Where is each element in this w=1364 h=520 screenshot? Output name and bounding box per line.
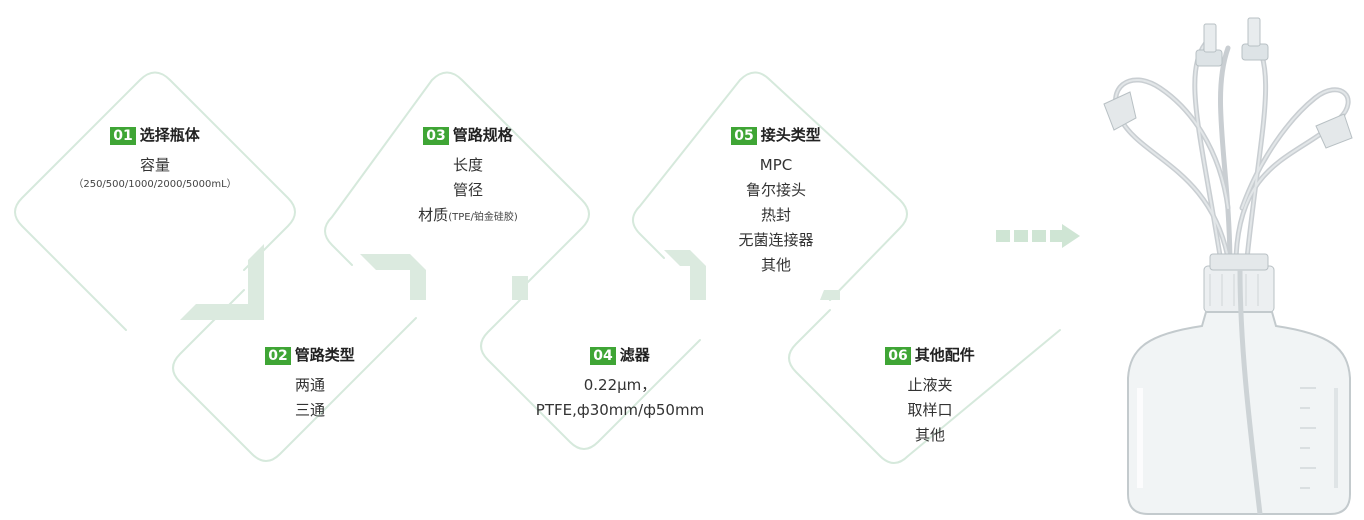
- step-03-item: 管径: [452, 181, 483, 199]
- step-06-items: 止液夹 取样口 其他: [830, 373, 1030, 448]
- diamond-step-02: [172, 289, 417, 462]
- connector-05-06: [820, 290, 840, 300]
- material-item: 材质(TPE/铂金硅胶): [418, 206, 518, 224]
- step-number-badge: 06: [885, 347, 911, 365]
- step-number-badge: 04: [590, 347, 616, 365]
- bottle-assembly-image: [1103, 17, 1353, 515]
- step-02-item: 两通: [294, 376, 325, 394]
- step-05-item: 热封: [760, 206, 791, 224]
- diamond-step-03: [324, 71, 590, 291]
- step-number-badge: 05: [731, 127, 757, 145]
- connector-04-05: [664, 250, 706, 300]
- step-06-item: 其他: [914, 426, 945, 444]
- diamond-step-01: [14, 71, 296, 331]
- step-05-item: 鲁尔接头: [745, 181, 806, 199]
- step-number-badge: 02: [265, 347, 291, 365]
- step-05-item: 无菌连接器: [738, 231, 814, 249]
- diamond-step-04: [480, 299, 701, 450]
- step-05-items: MPC 鲁尔接头 热封 无菌连接器 其他: [676, 153, 876, 278]
- step-03-item: 长度: [452, 156, 483, 174]
- step-04-item: 0.22μm，: [583, 376, 657, 394]
- step-06-item: 取样口: [907, 401, 953, 419]
- step-02-item: 三通: [294, 401, 325, 419]
- step-02-items: 两通 三通: [210, 373, 410, 423]
- diamond-step-05: [632, 71, 908, 301]
- connector-01-02: [180, 244, 264, 320]
- step-number-badge: 01: [110, 127, 136, 145]
- step-04-items: 0.22μm， PTFE,ф30mm/ф50mm: [520, 373, 720, 423]
- connector-02-03: [360, 254, 426, 300]
- step-number-badge: 03: [423, 127, 449, 145]
- step-01-items: 容量 （250/500/1000/2000/5000mL）: [55, 153, 255, 192]
- material-note: (TPE/铂金硅胶): [448, 212, 518, 223]
- diamond-step-06: [788, 309, 1061, 464]
- step-04-item: PTFE,ф30mm/ф50mm: [535, 401, 705, 419]
- step-06-item: 止液夹: [907, 376, 953, 394]
- step-01-item: 容量: [139, 156, 170, 174]
- step-03-items: 长度 管径 材质(TPE/铂金硅胶): [368, 153, 568, 228]
- step-05-item: 其他: [760, 256, 791, 274]
- arrow-right-icon: [996, 224, 1084, 248]
- capacity-note: （250/500/1000/2000/5000mL）: [73, 179, 237, 190]
- connector-03-04: [512, 276, 528, 300]
- step-05-item: MPC: [759, 156, 793, 174]
